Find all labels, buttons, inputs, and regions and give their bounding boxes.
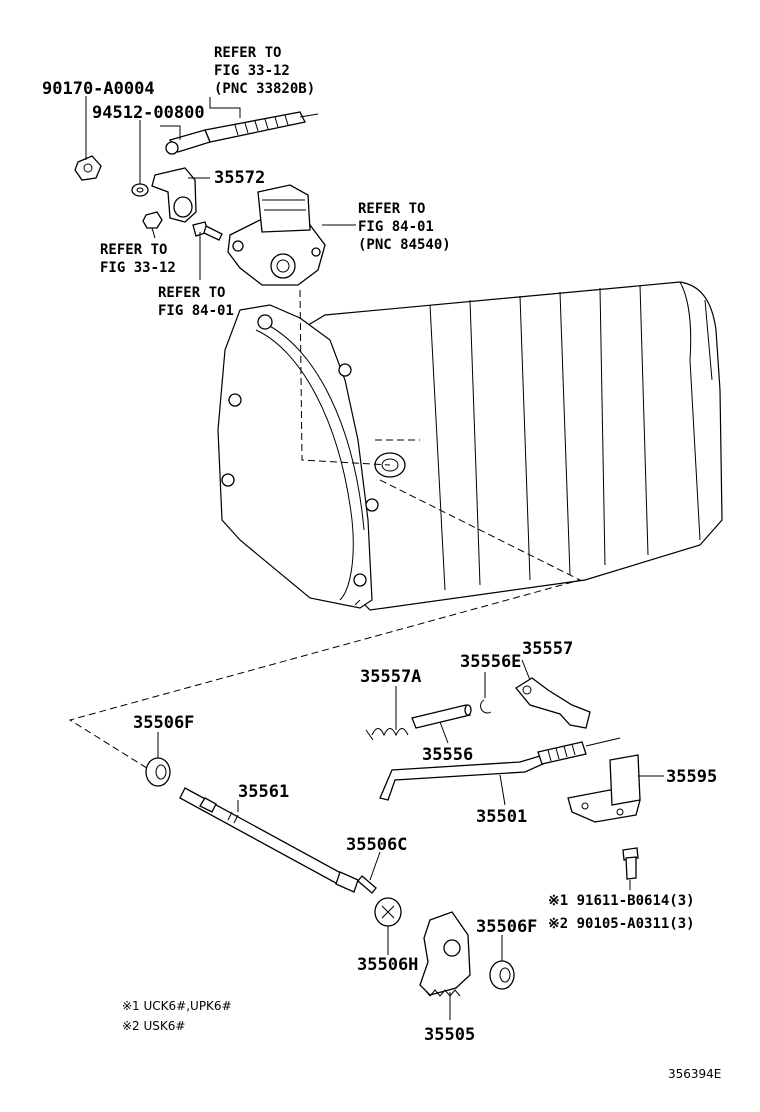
shaft-35561 <box>179 787 359 893</box>
label-35556E: 35556E <box>460 652 521 672</box>
lever-35557 <box>515 677 591 729</box>
label-bolt-option-2: ※2 90105-A0311(3) <box>548 916 695 932</box>
label-bolt-option-1: ※1 91611-B0614(3) <box>548 893 695 909</box>
label-35506C: 35506C <box>346 835 407 855</box>
note-model-2: ※2 USK6# <box>122 1019 185 1033</box>
label-refer-33-12-b-l2: FIG 33-12 <box>100 260 176 276</box>
label-35595: 35595 <box>666 767 717 787</box>
label-refer-84-01-a-l2: FIG 84-01 <box>358 219 434 235</box>
label-refer-33-12-l3: (PNC 33820B) <box>214 81 315 97</box>
label-90170: 90170-A0004 <box>42 79 155 99</box>
bracket-35572 <box>151 167 197 223</box>
nut-small <box>142 211 163 229</box>
label-refer-33-12-l1: REFER TO <box>214 45 281 61</box>
nut-90170 <box>74 155 102 181</box>
bolt-upper <box>192 221 223 241</box>
label-35572: 35572 <box>214 168 265 188</box>
label-35501: 35501 <box>476 807 527 827</box>
label-35557A: 35557A <box>360 667 421 687</box>
label-35506F-upper: 35506F <box>133 713 194 733</box>
neutral-start-switch <box>227 184 326 286</box>
label-refer-33-12-b-l1: REFER TO <box>100 242 167 258</box>
shift-cable-upper <box>165 111 319 155</box>
label-35506F-lower: 35506F <box>476 917 537 937</box>
figure-id: 356394E <box>668 1067 721 1081</box>
label-refer-84-01-a-l1: REFER TO <box>358 201 425 217</box>
label-refer-84-01-b-l1: REFER TO <box>158 285 225 301</box>
label-refer-84-01-a-l3: (PNC 84540) <box>358 237 451 253</box>
label-35556: 35556 <box>422 745 473 765</box>
bracket-35595 <box>567 754 641 823</box>
bolt-lower <box>622 847 639 880</box>
ering-35556E <box>480 699 492 714</box>
label-35506H: 35506H <box>357 955 418 975</box>
transmission-case <box>68 281 723 771</box>
labels: 90170-A0004 94512-00800 REFER TO FIG 33-… <box>42 45 721 1081</box>
pin-35506C <box>357 875 377 894</box>
pin-35556 <box>411 704 472 729</box>
detent-plate-35505 <box>419 911 471 997</box>
label-refer-84-01-b-l2: FIG 84-01 <box>158 303 234 319</box>
seal-35506F-upper <box>145 757 171 787</box>
label-35505: 35505 <box>424 1025 475 1045</box>
label-35557: 35557 <box>522 639 573 659</box>
collar-35506H <box>374 897 402 927</box>
spring-35557A <box>365 728 409 741</box>
label-35561: 35561 <box>238 782 289 802</box>
seal-35506F-lower <box>489 960 515 990</box>
label-refer-33-12-l2: FIG 33-12 <box>214 63 290 79</box>
label-94512: 94512-00800 <box>92 103 205 123</box>
leader-lines <box>85 96 664 1020</box>
note-model-1: ※1 UCK6#,UPK6# <box>122 999 232 1013</box>
washer-94512 <box>131 183 149 197</box>
cable-35501 <box>379 737 621 801</box>
